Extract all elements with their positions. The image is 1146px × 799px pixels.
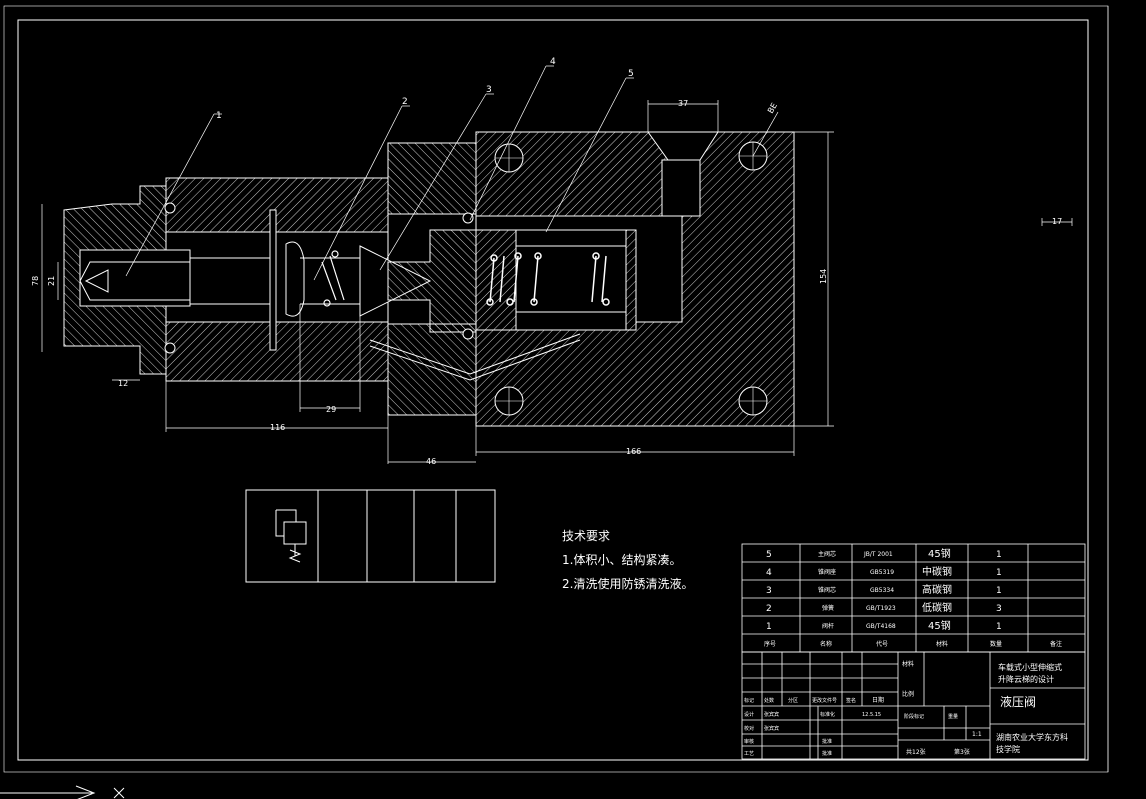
bom-code: GB5334 xyxy=(870,587,894,594)
label-weight: 重量 xyxy=(948,713,958,720)
bom-code: GB/T1923 xyxy=(866,605,896,612)
dim-37: 37 xyxy=(678,99,688,108)
bom-material: 中碳钢 xyxy=(922,565,952,578)
bom-header-qty: 数量 xyxy=(990,640,1002,648)
dimensions xyxy=(41,100,1073,464)
project-title-2: 升降云梯的设计 xyxy=(998,674,1054,684)
dim-17: 17 xyxy=(1052,217,1062,226)
part-name: 液压阀 xyxy=(1000,694,1036,709)
bom-header-code: 代号 xyxy=(876,640,888,648)
part-label-5: 5 xyxy=(628,69,634,79)
dim-116: 116 xyxy=(270,423,285,432)
bom-material: 低碳钢 xyxy=(922,601,952,614)
label-scale: 比例 xyxy=(902,690,914,698)
tech-item-2: 2.清洗使用防锈清洗液。 xyxy=(562,576,693,591)
rev-zone: 分区 xyxy=(788,697,798,704)
part-label-2: 2 xyxy=(402,97,408,107)
bom-qty: 3 xyxy=(996,604,1002,614)
dim-154: 154 xyxy=(819,269,828,284)
bom-no: 3 xyxy=(766,586,772,596)
dim-21: 21 xyxy=(47,276,56,286)
small-spring xyxy=(321,250,345,307)
designer: 张宾宾 xyxy=(764,711,779,718)
o-rings xyxy=(164,202,474,354)
design-date: 12.5.15 xyxy=(862,712,881,718)
bom-no: 5 xyxy=(766,550,772,560)
bom-no: 2 xyxy=(766,604,772,614)
bom-name: 弹簧 xyxy=(822,604,834,612)
label-check: 校对 xyxy=(744,725,754,732)
bom-code: JB/T 2001 xyxy=(863,551,893,558)
disc xyxy=(269,209,277,351)
bom-header-note: 备注 xyxy=(1050,640,1062,648)
label-material: 材料 xyxy=(902,660,914,668)
part-label-4: 4 xyxy=(550,57,556,67)
bom-qty: 1 xyxy=(996,568,1002,578)
drafter: 张宾宾 xyxy=(764,725,779,732)
school-name: 湖南农业大学东方科 xyxy=(996,732,1068,742)
rev-count: 处数 xyxy=(764,697,774,704)
label-std: 标准化 xyxy=(820,711,835,718)
bom-table xyxy=(741,543,1086,653)
label-design: 设计 xyxy=(744,711,754,718)
bom-qty: 1 xyxy=(996,550,1002,560)
bom-qty: 1 xyxy=(996,622,1002,632)
part-label-1: 1 xyxy=(216,111,222,121)
label-review: 审核 xyxy=(744,738,754,745)
dim-29: 29 xyxy=(326,405,336,414)
bom-name: 阀杆 xyxy=(822,622,834,630)
main-spring xyxy=(486,252,610,306)
title-block xyxy=(741,651,1086,760)
label-craft: 工艺 xyxy=(744,751,754,757)
leaders xyxy=(125,65,779,281)
tech-item-1: 1.体积小、结构紧凑。 xyxy=(562,552,681,567)
bom-material: 45钢 xyxy=(928,547,951,560)
bom-header-no: 序号 xyxy=(764,640,776,648)
bom-name: 主阀芯 xyxy=(818,550,836,558)
dim-166: 166 xyxy=(626,447,641,456)
sheets-total: 共12张 xyxy=(906,748,926,756)
bom-code: GB5319 xyxy=(870,569,894,576)
bom-no: 4 xyxy=(766,568,772,578)
bom-qty: 1 xyxy=(996,586,1002,596)
bom-header-material: 材料 xyxy=(936,640,948,648)
school-name-2: 技学院 xyxy=(996,744,1020,754)
bom-header-name: 名称 xyxy=(820,640,832,648)
flow-channel xyxy=(369,333,581,381)
dim-78: 78 xyxy=(31,276,40,286)
bom-no: 1 xyxy=(766,622,772,632)
hydraulic-symbol-table xyxy=(245,489,496,583)
rev-sign: 签名 xyxy=(846,697,856,704)
bom-code: GB/T4168 xyxy=(866,623,896,630)
scale-ratio: 1:1 xyxy=(972,731,982,738)
sheet-no: 第3张 xyxy=(954,748,970,756)
dim-46: 46 xyxy=(426,457,436,466)
rev-date: 日期 xyxy=(872,696,884,704)
label-approve-2: 批准 xyxy=(822,750,832,757)
bom-material: 高碳钢 xyxy=(922,583,952,596)
rev-mark: 标记 xyxy=(744,697,754,704)
ucs-arrow-icon xyxy=(0,785,125,799)
part-label-3: 3 xyxy=(486,85,492,95)
label-approve: 批准 xyxy=(822,738,832,745)
rev-doc: 更改文件号 xyxy=(812,697,837,704)
label-stage: 阶段标记 xyxy=(904,713,924,720)
outer-frame xyxy=(17,19,1089,761)
dim-12: 12 xyxy=(118,379,128,388)
bom-name: 锥阀座 xyxy=(818,568,836,576)
tech-title: 技术要求 xyxy=(562,529,610,543)
bom-name: 锥阀芯 xyxy=(818,586,836,594)
bom-material: 45钢 xyxy=(928,619,951,632)
project-title: 车载式小型伸缩式 xyxy=(998,662,1062,672)
dim-hole: BE xyxy=(766,101,779,115)
